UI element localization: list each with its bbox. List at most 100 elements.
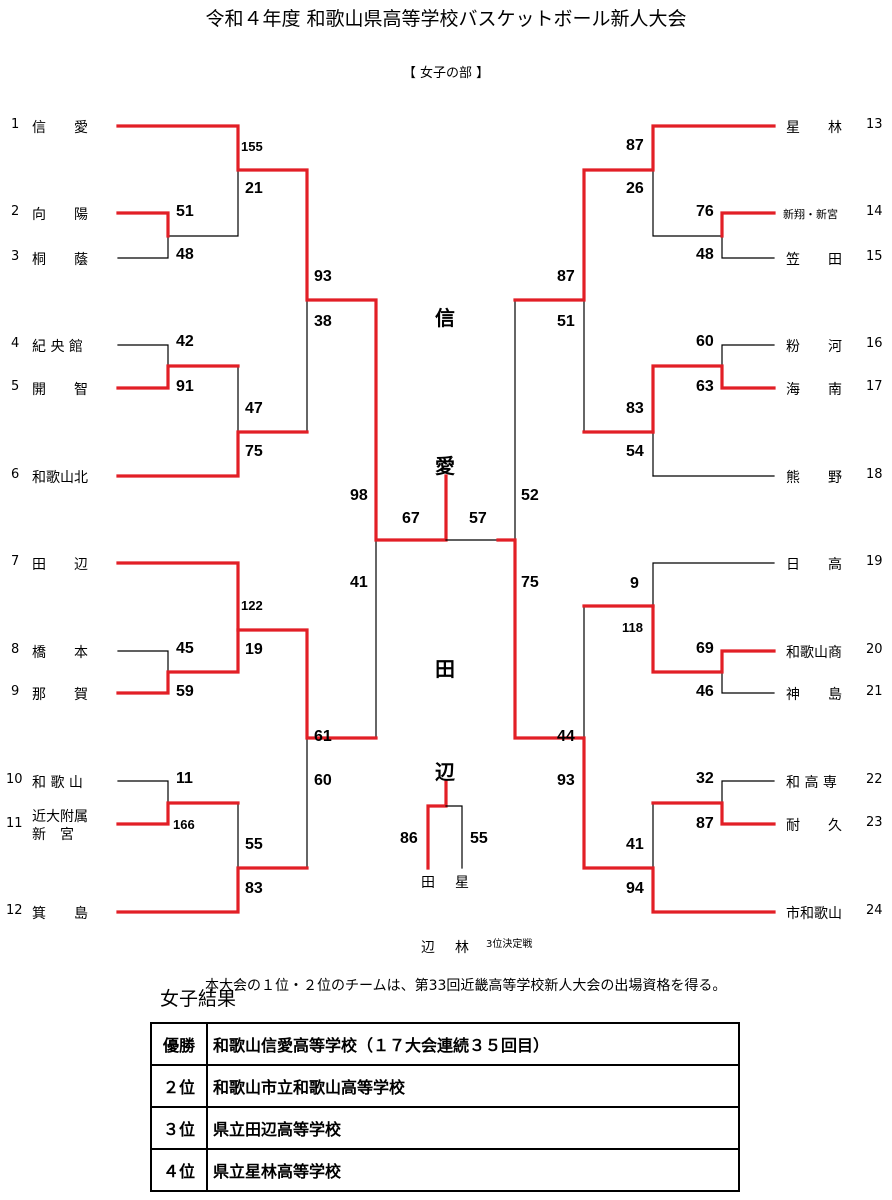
team-seed-4: 4 [11, 336, 20, 351]
team-name-1: 信 愛 [32, 120, 88, 136]
third-team-right-top: 星 [455, 875, 469, 891]
score: 75 [521, 574, 539, 591]
score: 45 [176, 640, 194, 657]
team-name-23: 耐 久 [786, 818, 842, 834]
school-cell: 県立田辺高等学校 [206, 1106, 740, 1150]
table-row: ３位 県立田辺高等学校 [150, 1106, 740, 1150]
score: 166 [173, 817, 195, 832]
score: 44 [557, 728, 575, 745]
team-name-19: 日 高 [786, 557, 842, 573]
champion-char: 信 [435, 306, 455, 330]
team-name-22: 和 高 専 [786, 775, 837, 791]
rank-cell: ４位 [150, 1148, 208, 1192]
third-place-label: 3位決定戦 [486, 939, 533, 950]
division-label: 【 女子の部 】 [402, 66, 490, 81]
champion-char: 愛 [435, 454, 455, 478]
score: 32 [696, 770, 714, 787]
score: 98 [350, 487, 368, 504]
team-seed-2: 2 [11, 204, 20, 219]
score: 38 [314, 313, 332, 330]
results-label: 女子結果 [160, 988, 237, 1010]
rank-cell: ３位 [150, 1106, 208, 1150]
score: 48 [696, 246, 714, 263]
score: 59 [176, 683, 194, 700]
score: 75 [245, 443, 263, 460]
score: 91 [176, 378, 194, 395]
results-note: 本大会の１位・２位のチームは、第33回近畿高等学校新人大会の出場資格を得る。 [205, 978, 727, 994]
team-seed-17: 17 [866, 379, 883, 394]
score: 42 [176, 333, 194, 350]
score: 54 [626, 443, 644, 460]
team-name-13: 星 林 [786, 120, 842, 136]
final-score-left: 67 [402, 510, 420, 527]
team-seed-23: 23 [866, 815, 883, 830]
team-name-6: 和歌山北 [32, 470, 88, 486]
score: 93 [314, 268, 332, 285]
team-seed-7: 7 [11, 554, 20, 569]
score: 155 [241, 139, 263, 154]
score: 83 [626, 400, 644, 417]
score: 19 [245, 641, 263, 658]
team-seed-14: 14 [866, 204, 883, 219]
score: 69 [696, 640, 714, 657]
score: 93 [557, 772, 575, 789]
score: 87 [696, 815, 714, 832]
school-cell: 県立星林高等学校 [206, 1148, 740, 1192]
third-team-left-top: 田 [421, 875, 435, 891]
team-seed-8: 8 [11, 642, 20, 657]
team-name-21: 神 島 [786, 687, 842, 703]
team-name-16: 粉 河 [786, 339, 842, 355]
team-name-2: 向 陽 [32, 207, 88, 223]
team-seed-5: 5 [11, 379, 20, 394]
team-seed-19: 19 [866, 554, 883, 569]
team-seed-24: 24 [866, 903, 883, 918]
team-name-5: 開 智 [32, 382, 88, 398]
score: 60 [696, 333, 714, 350]
team-seed-16: 16 [866, 336, 883, 351]
score: 26 [626, 180, 644, 197]
team-seed-18: 18 [866, 467, 883, 482]
team-name-11: 近大附属 [32, 809, 88, 825]
rank-cell: 優勝 [150, 1022, 208, 1066]
team-name-14: 新翔・新宮 [783, 208, 838, 221]
team-name-17: 海 南 [786, 382, 842, 398]
team-seed-21: 21 [866, 684, 883, 699]
school-cell: 和歌山市立和歌山高等学校 [206, 1064, 740, 1108]
team-seed-10: 10 [6, 772, 23, 787]
team-seed-20: 20 [866, 642, 883, 657]
team-seed-12: 12 [6, 903, 23, 918]
third-team-right-bottom: 林 [455, 940, 469, 956]
team-name-9: 那 賀 [32, 687, 88, 703]
score: 83 [245, 880, 263, 897]
score: 94 [626, 880, 644, 897]
score: 51 [557, 313, 575, 330]
score: 122 [241, 598, 263, 613]
score: 51 [176, 203, 194, 220]
team-name-15: 笠 田 [786, 252, 842, 268]
score: 21 [245, 180, 263, 197]
team-name-10: 和 歌 山 [32, 775, 83, 791]
score: 118 [622, 620, 643, 635]
team-name-11-line2: 新 宮 [32, 827, 74, 843]
team-seed-11: 11 [6, 816, 23, 831]
team-name-18: 熊 野 [786, 470, 842, 486]
team-seed-13: 13 [866, 117, 883, 132]
table-row: ４位 県立星林高等学校 [150, 1148, 740, 1192]
team-seed-9: 9 [11, 684, 20, 699]
score: 76 [696, 203, 714, 220]
score: 63 [696, 378, 714, 395]
score: 9 [630, 575, 639, 592]
team-name-8: 橋 本 [32, 645, 88, 661]
runnerup-char: 田 [435, 657, 455, 681]
score: 87 [626, 137, 644, 154]
score: 41 [350, 574, 368, 591]
page-title: 令和４年度 和歌山県高等学校バスケットボール新人大会 [205, 8, 687, 30]
score: 11 [176, 770, 193, 787]
team-name-20: 和歌山商 [786, 645, 842, 661]
team-name-7: 田 辺 [32, 557, 88, 573]
team-name-3: 桐 蔭 [32, 252, 88, 268]
team-seed-6: 6 [11, 467, 20, 482]
team-seed-3: 3 [11, 249, 20, 264]
school-cell: 和歌山信愛高等学校（１７大会連続３５回目） [206, 1022, 740, 1066]
